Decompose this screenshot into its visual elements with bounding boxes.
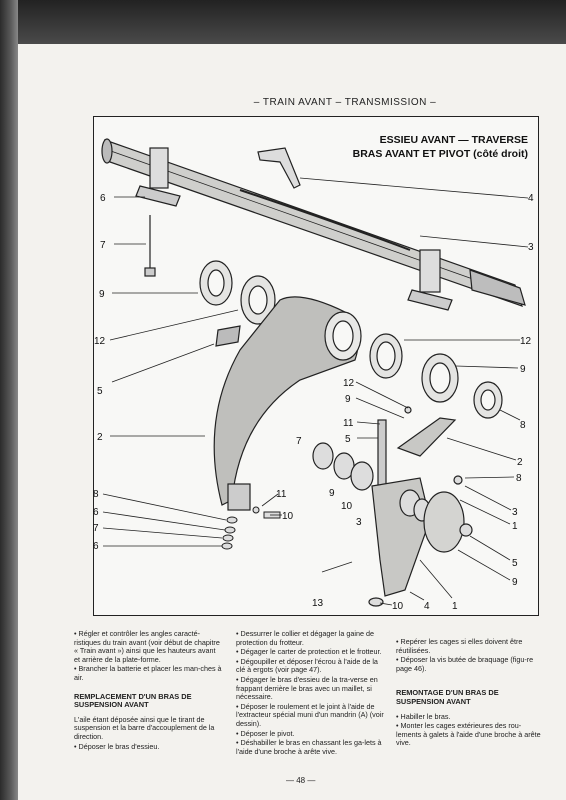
callout-10: 10 [392, 601, 404, 612]
leader-lines [102, 177, 529, 606]
small-washers [221, 506, 281, 550]
callout-5: 5 [97, 386, 103, 397]
callout-8: 8 [93, 489, 99, 500]
callout-8: 8 [520, 420, 526, 431]
suspension-arm [213, 296, 362, 511]
callout-1: 1 [512, 521, 518, 532]
callout-3: 3 [356, 517, 362, 528]
hook-part [257, 147, 301, 189]
callout-12: 12 [94, 336, 106, 347]
text-column-2: • Dessurrer le collier et dégager la gai… [236, 629, 386, 757]
paragraph: • Dégager le carter de protection et le … [236, 647, 382, 657]
paragraph: • Déposer le pivot. [236, 728, 295, 738]
callout-12: 12 [343, 378, 355, 389]
section-heading: REMPLACEMENT D'UN BRAS DE SUSPENSION AVA… [74, 691, 192, 710]
paragraph: • Régler et contrôler les angles caracté… [74, 629, 220, 664]
callout-13: 13 [312, 598, 324, 609]
callout-9: 9 [99, 289, 105, 300]
callout-3: 3 [528, 242, 534, 253]
paragraph: • Dessurrer le collier et dégager la gai… [236, 629, 374, 647]
paragraph: • Repérer les cages si elles doivent êtr… [396, 637, 523, 655]
paragraph: • Déposer le bras d'essieu. [74, 741, 160, 751]
paragraph: • Déshabiller le bras en chassant les ga… [236, 738, 382, 756]
bolt-7 [144, 215, 156, 277]
callout-2: 2 [97, 432, 103, 443]
callout-6: 6 [100, 193, 106, 204]
callout-5: 5 [512, 558, 518, 569]
callout-11: 11 [343, 418, 354, 429]
diagram-title: ESSIEU AVANT — TRAVERSE BRAS AVANT ET PI… [353, 133, 528, 161]
paragraph: L'aile étant déposée ainsi que le tirant… [74, 714, 215, 741]
callout-7: 7 [296, 436, 302, 447]
callout-7: 7 [100, 240, 106, 251]
section-heading: REMONTAGE D'UN BRAS DE SUSPENSION AVANT [396, 688, 499, 706]
callout-12: 12 [520, 336, 532, 347]
paragraph: • Déposer la vis butée de braquage (figu… [396, 655, 534, 673]
page-header: – TRAIN AVANT – TRANSMISSION – [253, 97, 437, 108]
paragraph: • Dégager le bras d'essieu de la tra-ver… [236, 674, 378, 702]
callout-9: 9 [345, 394, 351, 405]
scan-page-edge [0, 0, 18, 800]
callout-9: 9 [512, 577, 518, 588]
paragraph: • Déposer le roulement et le joint à l'a… [236, 701, 384, 728]
paragraph: • Brancher la batterie et placer les man… [74, 664, 222, 682]
callout-4: 4 [528, 193, 534, 204]
callout-6: 6 [93, 541, 99, 552]
callout-2: 2 [517, 457, 523, 468]
text-column-3: • Repérer les cages si elles doivent êtr… [396, 637, 544, 749]
callout-labels: 6 7 9 12 5 2 8 6 7 6 4 3 12 9 8 12 9 11 … [93, 193, 534, 612]
callout-9: 9 [520, 364, 526, 375]
pivot-and-hub [312, 406, 473, 607]
paragraph: • Monter les cages extérieures des rou-l… [396, 721, 541, 748]
callout-11: 11 [276, 489, 287, 500]
callout-10: 10 [282, 511, 294, 522]
paragraph: • Habiller le bras. [396, 711, 451, 721]
callout-3: 3 [512, 507, 518, 518]
scan-background-top [0, 0, 566, 44]
callout-10: 10 [341, 501, 353, 512]
callout-7: 7 [93, 523, 99, 534]
diagram-title-line2: BRAS AVANT ET PIVOT (côté droit) [352, 148, 528, 160]
callout-1: 1 [452, 601, 458, 612]
callout-4: 4 [424, 601, 430, 612]
axle-crossmember [101, 138, 526, 311]
bearing-rings [199, 260, 503, 419]
page-number: — 48 — [286, 776, 316, 785]
paragraph: • Dégoupiller et déposer l'écrou à l'aid… [236, 656, 378, 675]
diagram-title-line1: ESSIEU AVANT — TRAVERSE [379, 134, 528, 146]
text-column-1: • Régler et contrôler les angles caracté… [74, 629, 222, 752]
callout-9: 9 [329, 488, 335, 499]
callout-5: 5 [345, 434, 351, 445]
callout-6: 6 [93, 507, 99, 518]
callout-8: 8 [516, 473, 522, 484]
